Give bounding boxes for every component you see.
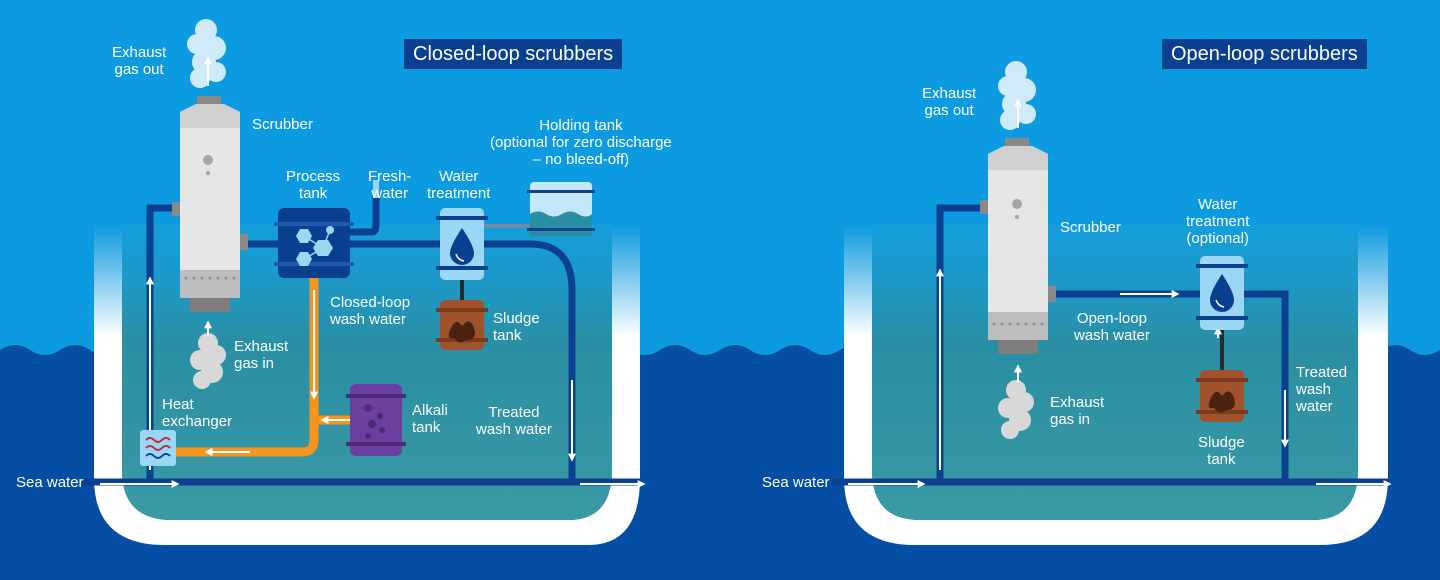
sludge-icon — [1208, 391, 1235, 413]
label-exhaust-gas-in: Exhaust gas in — [234, 338, 288, 372]
label-heat-exchanger: Heat exchanger — [162, 396, 232, 430]
exhaust-in-smoke — [998, 380, 1034, 439]
ship-interior — [122, 225, 612, 520]
water-treatment-closed — [436, 208, 488, 280]
scrubber-outlet — [190, 298, 230, 312]
label-fresh-water: Fresh- water — [368, 168, 411, 202]
label-line: gas out — [114, 61, 164, 78]
open-loop-flow-arrows — [848, 268, 1392, 488]
label-line: wash water — [1074, 327, 1150, 344]
label-line: Alkali — [412, 402, 448, 419]
water-treatment-open — [1196, 256, 1248, 330]
label-line: gas in — [234, 355, 275, 372]
label-sea-water: Sea water — [16, 474, 84, 491]
label-water-treatment: Water treatment (optional) — [1186, 196, 1249, 247]
label-closed-loop-wash-water: Closed-loop wash water — [330, 294, 410, 328]
wash-water-pipe — [176, 270, 319, 457]
treated-water-pipe — [484, 240, 576, 482]
bubbles-icon — [364, 404, 385, 439]
exhaust-out-smoke — [998, 61, 1036, 130]
exhaust-in-smoke — [190, 333, 226, 389]
open-loop-title: Open-loop scrubbers — [1162, 39, 1367, 69]
label-open-loop-wash-water: Open-loop wash water — [1074, 310, 1150, 344]
label-line: Exhaust — [112, 44, 167, 61]
scrubber-nozzle — [172, 202, 180, 216]
label-line: Water — [438, 168, 479, 185]
heat-exchanger — [140, 430, 176, 466]
label-line: water — [371, 185, 409, 202]
label-line: Holding tank — [539, 117, 623, 134]
label-line: Sludge — [1198, 434, 1245, 451]
label-sludge-tank: Sludge tank — [1198, 434, 1245, 468]
label-line: wash water — [476, 421, 552, 438]
label-line: treatment — [1186, 213, 1250, 230]
label-line: Heat — [162, 396, 194, 413]
alkali-tank — [346, 384, 406, 456]
label-line: Fresh- — [368, 168, 412, 185]
label-line: Sludge — [493, 310, 540, 327]
scrubber-top — [180, 104, 240, 128]
label-line: exchanger — [162, 413, 233, 430]
label-line: gas in — [1050, 411, 1091, 428]
label-line: Exhaust — [1050, 394, 1105, 411]
sludge-tank-closed — [436, 300, 488, 350]
label-line: Closed-loop — [330, 294, 411, 311]
label-line: gas out — [924, 102, 974, 119]
exhaust-out-smoke — [187, 19, 226, 88]
scrubber-cap — [197, 96, 221, 106]
process-tank — [274, 208, 354, 278]
water-drop-icon — [1210, 274, 1234, 312]
scrubber-closed — [172, 96, 248, 312]
label-line: Treated — [1296, 364, 1348, 381]
sludge-tank-open — [1196, 370, 1248, 422]
label-line: (optional for zero discharge — [490, 134, 672, 151]
label-sludge-tank: Sludge tank — [493, 310, 540, 344]
label-line: Water — [1197, 196, 1238, 213]
label-scrubber: Scrubber — [1060, 219, 1121, 236]
scrubber-nozzle — [240, 234, 248, 250]
label-process-tank: Process tank — [286, 168, 340, 202]
label-line: Open-loop — [1076, 310, 1147, 327]
sludge-icon — [448, 321, 475, 343]
scrubber-open — [980, 138, 1056, 354]
label-line: water — [1296, 398, 1333, 415]
label-water-treatment: Water treatment — [427, 168, 490, 202]
label-line: treatment — [427, 185, 491, 202]
label-sea-water: Sea water — [762, 474, 830, 491]
freshwater-pipe — [350, 195, 380, 236]
holding-tank — [527, 182, 595, 236]
label-line: – no bleed-off) — [532, 151, 630, 168]
label-treated-wash-water: Treated wash water — [1296, 364, 1347, 415]
scrubber-gauge — [206, 171, 210, 175]
label-line: Treated — [488, 404, 540, 421]
label-scrubber: Scrubber — [252, 116, 313, 133]
label-line: Exhaust — [922, 85, 977, 102]
label-treated-wash-water: Treated wash water — [476, 404, 552, 438]
label-line: tank — [298, 185, 328, 202]
label-line: Process — [286, 168, 341, 185]
label-line: tank — [493, 327, 522, 344]
label-line: wash — [1296, 381, 1332, 398]
closed-loop-ship — [94, 225, 640, 545]
label-holding-tank: Holding tank (optional for zero discharg… — [490, 117, 672, 168]
scrubber-gauge — [203, 155, 213, 165]
scrubber-body — [180, 104, 240, 280]
label-line: tank — [1207, 451, 1236, 468]
label-line: Exhaust — [234, 338, 289, 355]
label-exhaust-gas-out: Exhaust gas out — [112, 44, 166, 78]
label-line: tank — [412, 419, 441, 436]
closed-loop-title: Closed-loop scrubbers — [404, 39, 623, 69]
scrubber-base — [180, 270, 240, 298]
label-exhaust-gas-in: Exhaust gas in — [1050, 394, 1104, 428]
label-exhaust-gas-out: Exhaust gas out — [922, 85, 976, 119]
label-line: wash water — [330, 311, 406, 328]
label-line: (optional) — [1186, 230, 1249, 247]
label-alkali-tank: Alkali tank — [412, 402, 448, 436]
